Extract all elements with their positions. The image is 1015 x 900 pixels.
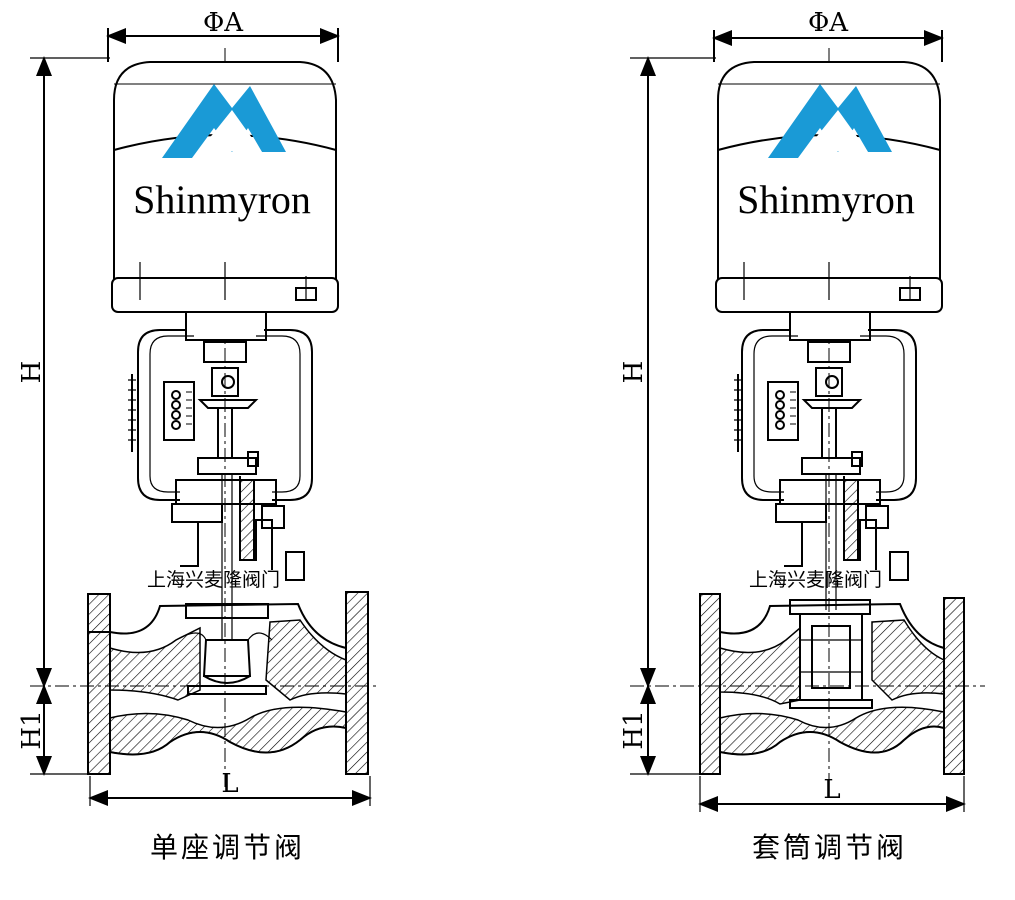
dimension-label-l: L [823,775,840,805]
dimension-label-h: H [17,361,47,384]
watermark-stamp: 上海兴麦隆阀门 [147,569,280,591]
yoke-right [734,329,917,501]
dimension-h1-right: H1 [619,684,700,776]
valve-body-right [699,593,965,775]
dimension-label-l: L [221,769,238,799]
dimension-label-phi-a: ΦA [808,8,849,38]
yoke [128,329,313,501]
logo-wordmark: Shinmyron [737,177,915,222]
bonnet [171,476,305,581]
dimension-l-right: L [698,775,966,812]
valve-stem [197,341,259,640]
shinmyron-logo-right: Shinmyron [737,84,915,222]
shinmyron-logo: Shinmyron [133,84,311,222]
valve-body [87,591,369,775]
dimension-h: H [17,56,110,688]
caption-cage-valve: 套筒调节阀 [752,831,908,864]
valve-stem-right [801,341,863,610]
dimension-h-right: H [619,56,716,688]
cage-valve-drawing: ΦA H H1 L [619,8,985,812]
dimension-l: L [88,769,372,806]
logo-wordmark: Shinmyron [133,177,311,222]
dimension-phi-a: ΦA [106,8,340,62]
dimension-h1: H1 [17,684,95,776]
dimension-label-h1: H1 [17,710,47,749]
caption-single-seat-valve: 单座调节阀 [150,831,306,864]
dimension-label-phi-a: ΦA [203,8,244,38]
bonnet-right [775,476,909,581]
electric-actuator [111,61,339,341]
electric-actuator-right [715,61,943,341]
dimension-label-h: H [619,361,649,384]
dimension-label-h1: H1 [619,710,649,749]
single-seat-valve-drawing: ΦA H H1 L [17,8,380,806]
watermark-stamp: 上海兴麦隆阀门 [749,569,882,591]
dimension-phi-a-right: ΦA [712,8,944,62]
